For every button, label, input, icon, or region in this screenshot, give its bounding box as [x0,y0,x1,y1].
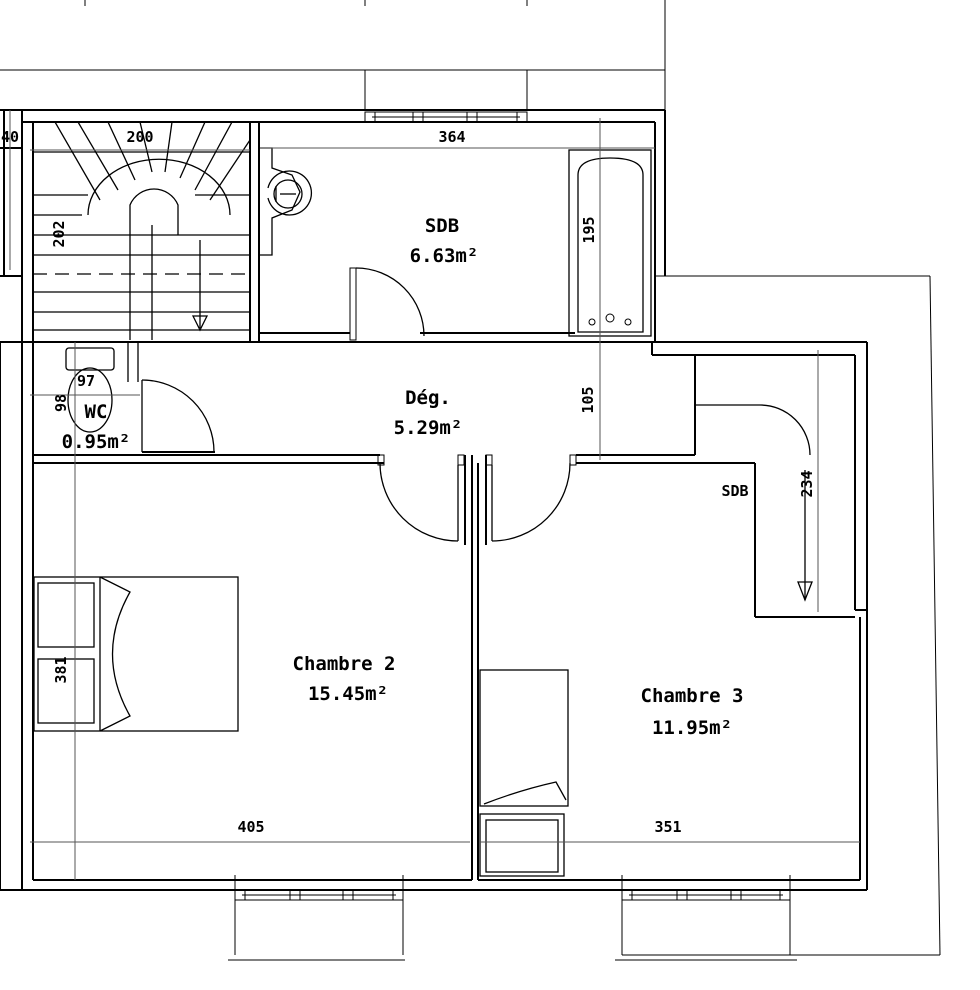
bathtub [568,149,652,337]
sdb-name: SDB [425,215,459,237]
dim-234: 234 [798,470,816,497]
bedroom-doors [141,379,571,542]
dim-98: 98 [52,394,70,412]
dim-40: 40 [1,128,19,146]
chambre3-name: Chambre 3 [641,685,744,707]
dimension-lines [9,110,860,880]
dim-405: 405 [237,818,264,836]
single-bed [479,669,569,877]
dim-97: 97 [77,372,95,390]
dim-200: 200 [126,128,153,146]
chambre2-name: Chambre 2 [293,653,396,675]
sdb-small-name: SDB [721,482,748,500]
bottom-windows [234,875,791,955]
dim-381: 381 [52,656,70,683]
upper-walls [0,109,666,342]
top-window-bay [0,0,666,123]
deg-area: 5.29m² [394,417,463,439]
sdb-area: 6.63m² [410,245,479,267]
dim-105: 105 [579,386,597,413]
sink [258,147,312,256]
wc-name: WC [85,401,108,423]
dim-351: 351 [654,818,681,836]
dim-202: 202 [50,220,68,247]
dim-364: 364 [438,128,465,146]
double-bed [33,576,239,732]
room-labels: SDB 6.63m² Dég. 5.29m² WC 0.95m² Chambre… [62,215,749,739]
chambre3-area: 11.95m² [652,717,732,739]
dim-195: 195 [580,216,598,243]
chambre2-area: 15.45m² [308,683,388,705]
exterior-right [228,275,941,961]
dimension-labels: 40 200 364 202 195 105 97 98 234 381 405… [1,128,816,836]
deg-name: Dég. [405,387,451,409]
sdb-door [349,267,425,341]
staircase [33,121,251,340]
corridor-walls [0,341,868,890]
wc-toilet [65,342,139,433]
wc-area: 0.95m² [62,431,131,453]
